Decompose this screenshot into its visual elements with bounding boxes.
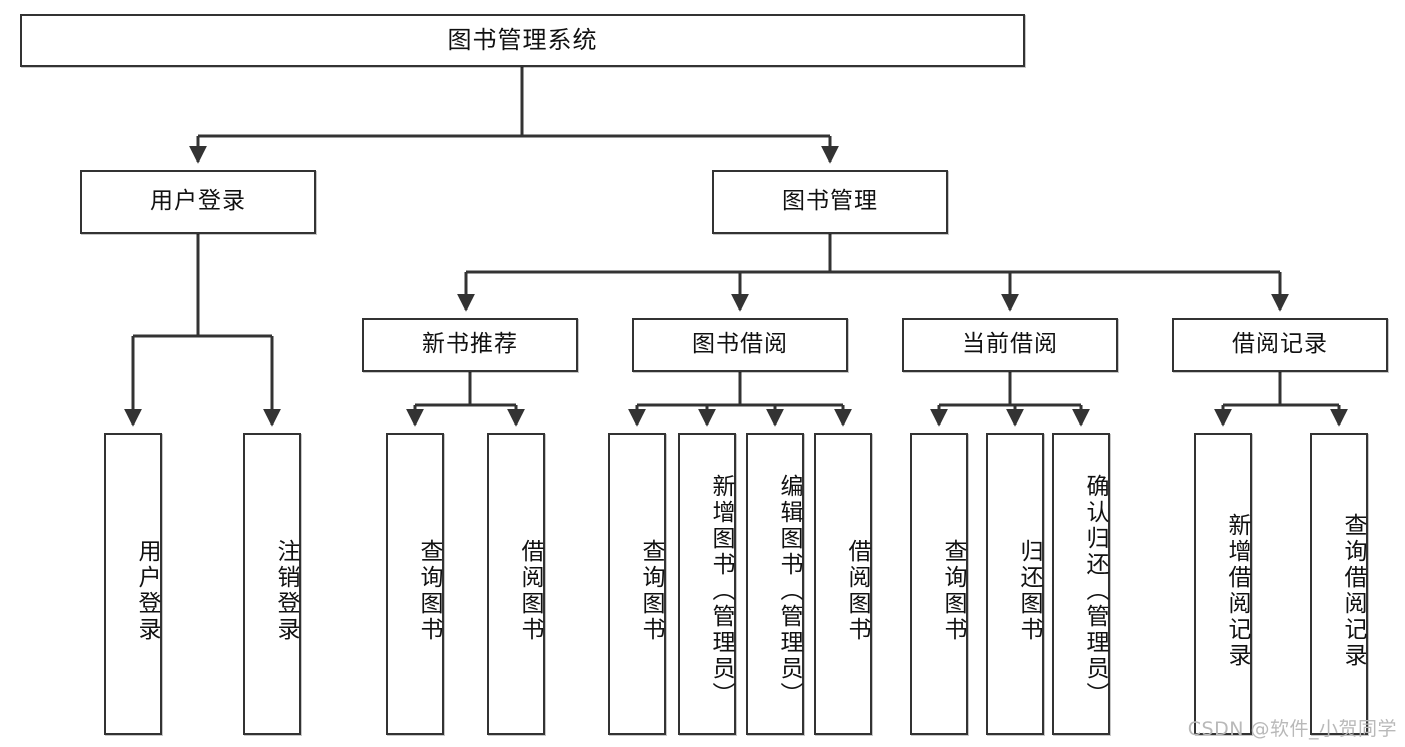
node-leaf-borrow-book[interactable]: 借阅图书 [814,433,872,735]
node-leaf-user-login[interactable]: 用户登录 [104,433,162,735]
node-book-borrow[interactable]: 图书借阅 [632,318,848,372]
node-leaf-query-book-current[interactable]: 查询图书 [910,433,968,735]
node-root[interactable]: 图书管理系统 [20,14,1025,67]
node-leaf-logout[interactable]: 注销登录 [243,433,301,735]
node-leaf-query-book-borrow[interactable]: 查询图书 [608,433,666,735]
node-leaf-borrow-book-recommend[interactable]: 借阅图书 [487,433,545,735]
csdn-watermark: CSDN @软件_小贺同学 [1187,718,1397,740]
node-leaf-edit-book-admin[interactable]: 编辑图书（管理员） [746,433,804,735]
node-leaf-return-book[interactable]: 归还图书 [986,433,1044,735]
node-current-borrow[interactable]: 当前借阅 [902,318,1118,372]
node-leaf-confirm-return-admin[interactable]: 确认归还（管理员） [1052,433,1110,735]
node-new-book-recommend[interactable]: 新书推荐 [362,318,578,372]
node-book-manage[interactable]: 图书管理 [712,170,948,234]
node-borrow-record[interactable]: 借阅记录 [1172,318,1388,372]
node-leaf-query-book-recommend[interactable]: 查询图书 [386,433,444,735]
node-leaf-add-book-admin[interactable]: 新增图书（管理员） [678,433,736,735]
node-leaf-query-borrow-record[interactable]: 查询借阅记录 [1310,433,1368,735]
node-leaf-add-borrow-record[interactable]: 新增借阅记录 [1194,433,1252,735]
node-user-login[interactable]: 用户登录 [80,170,316,234]
